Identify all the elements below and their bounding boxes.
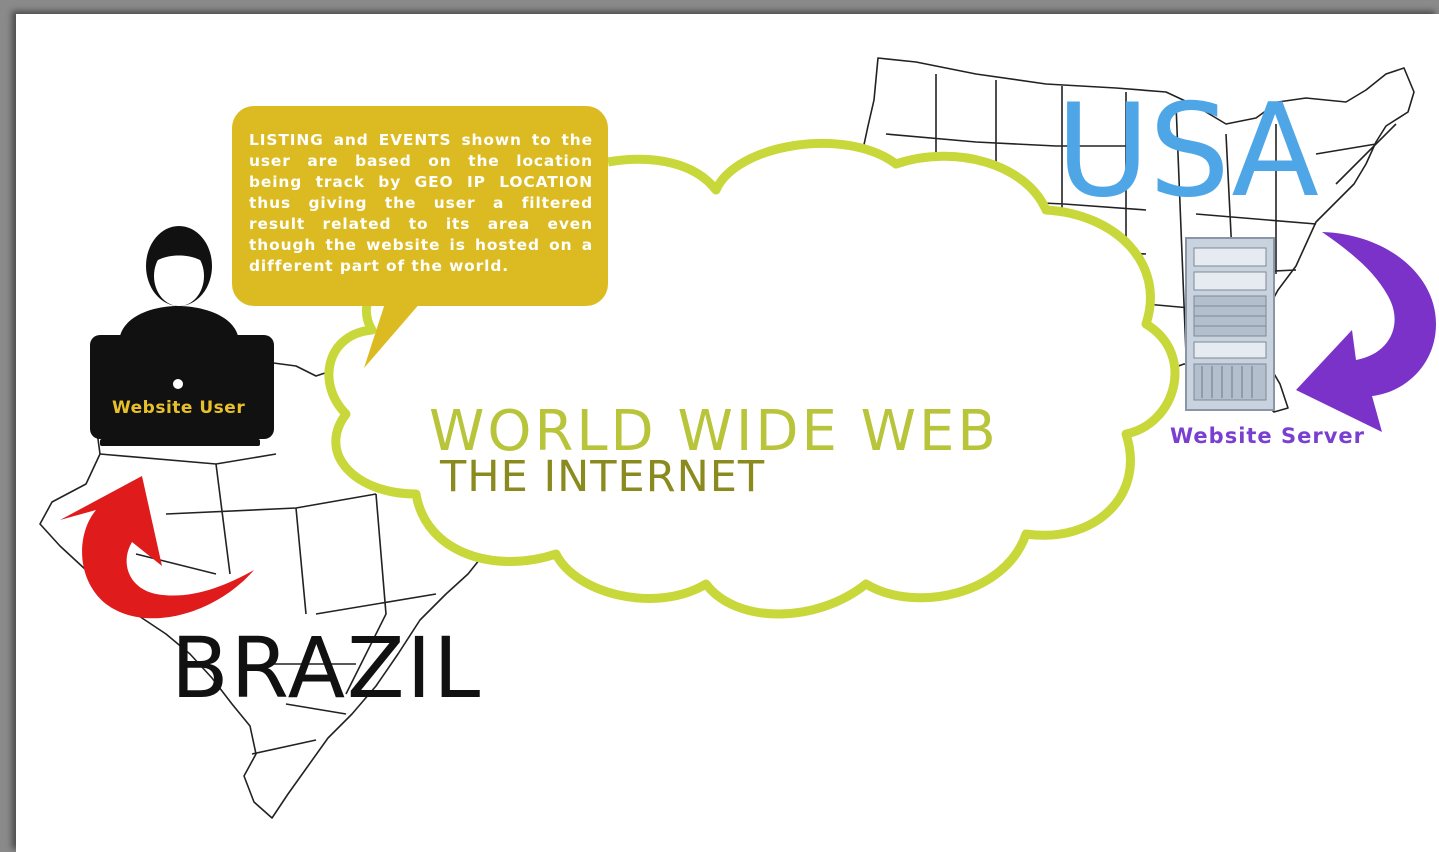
speech-bubble bbox=[232, 106, 608, 306]
website-server-label: Website Server bbox=[1170, 424, 1365, 448]
brazil-title: BRAZIL bbox=[171, 619, 483, 717]
red-curved-arrow-icon bbox=[60, 476, 254, 619]
server-rack-icon bbox=[1185, 237, 1275, 411]
user-avatar-icon bbox=[120, 226, 238, 336]
callout-text: LISTING and EVENTS shown to the user are… bbox=[249, 131, 593, 275]
world-wide-web-title: WORLD WIDE WEB bbox=[429, 399, 999, 464]
laptop-icon bbox=[90, 335, 274, 446]
diagram-canvas: LISTING and EVENTS shown to the user are… bbox=[16, 14, 1439, 852]
purple-curved-arrow-icon bbox=[1296, 232, 1436, 432]
the-internet-title: THE INTERNET bbox=[440, 452, 766, 502]
usa-title: USA bbox=[1056, 77, 1319, 226]
speech-bubble-tail bbox=[364, 294, 428, 368]
website-user-label: Website User bbox=[112, 398, 246, 418]
